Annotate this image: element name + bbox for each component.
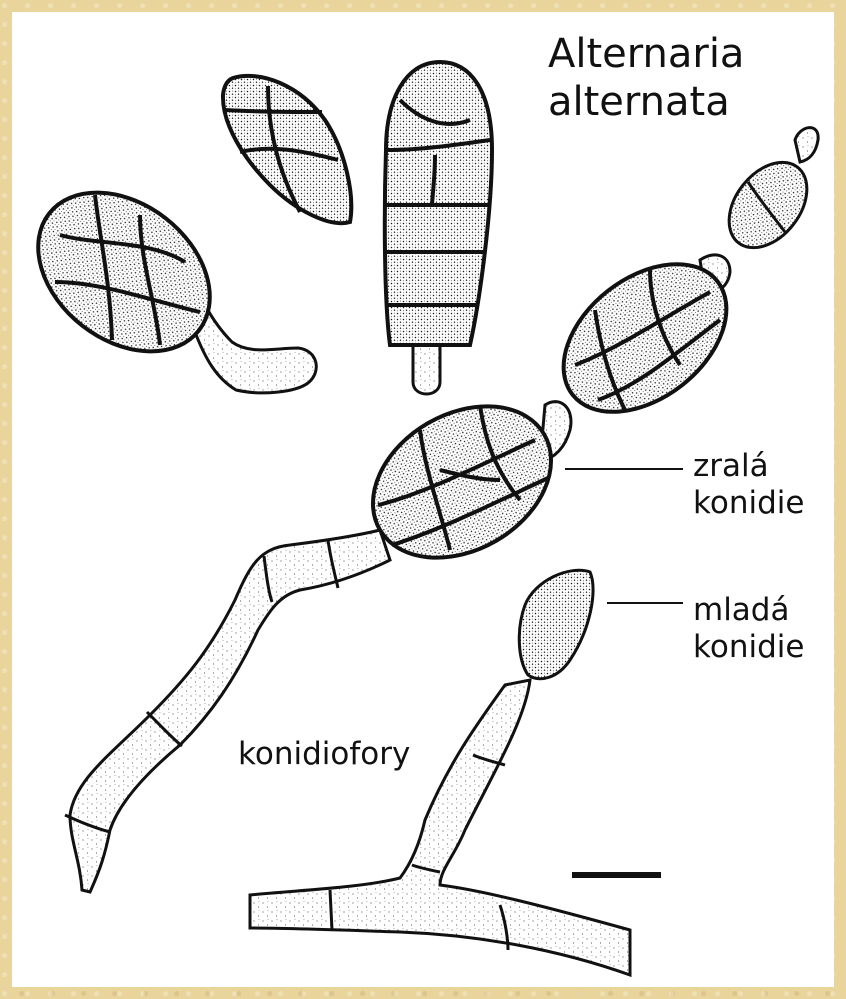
mature-conidia-label: zralá konidie (693, 448, 804, 521)
young-conidia-label-line2: konidie (693, 629, 804, 666)
conidiophores-label: konidiofory (238, 736, 410, 773)
young-conidiophore (250, 570, 630, 975)
young-conidia-label: mladá konidie (693, 592, 804, 665)
conidium-tall (385, 62, 492, 394)
conidium-small (223, 76, 351, 223)
species-title-line1: Alternaria (548, 30, 744, 78)
top-right-conidium (713, 128, 823, 263)
mature-conidia-label-line2: konidie (693, 485, 804, 522)
species-title: Alternaria alternata (548, 30, 744, 126)
young-conidia-label-line1: mladá (693, 592, 804, 629)
mature-conidia-label-line1: zralá (693, 448, 804, 485)
conidiophore-chain (65, 530, 390, 892)
species-title-line2: alternata (548, 78, 744, 126)
conidium-with-tail (12, 160, 316, 393)
